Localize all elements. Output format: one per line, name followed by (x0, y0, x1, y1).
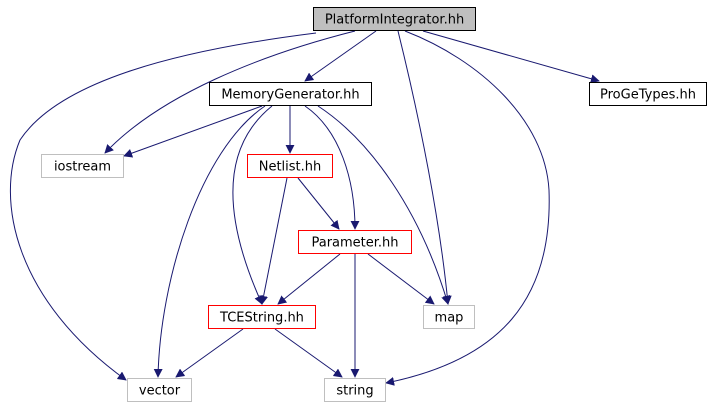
node-iostream[interactable]: iostream (41, 154, 124, 178)
node-memory-generator[interactable]: MemoryGenerator.hh (209, 82, 372, 106)
node-box (423, 305, 475, 329)
node-label: ProGeTypes.hh (600, 88, 696, 103)
node-label: PlatformIntegrator.hh (325, 13, 464, 28)
edge-platform-integrator-to-memory-generator (304, 30, 377, 82)
node-box (127, 378, 192, 402)
node-label: Parameter.hh (311, 236, 398, 251)
node-label: iostream (54, 160, 111, 175)
node-box (209, 82, 372, 106)
node-parameter[interactable]: Parameter.hh (298, 230, 412, 254)
edge-memory-generator-to-map (317, 105, 450, 305)
edge-platform-integrator-to-string (385, 30, 550, 386)
node-box (589, 82, 707, 106)
node-map[interactable]: map (423, 305, 475, 329)
edge-platform-integrator-to-iostream (104, 30, 356, 154)
edges-layer (10, 30, 600, 386)
edge-platform-integrator-to-proge-types (422, 30, 600, 84)
edge-memory-generator-to-iostream (123, 105, 263, 158)
node-label: Netlist.hh (259, 160, 322, 175)
edge-memory-generator-to-vector (153, 105, 266, 378)
node-box (208, 305, 316, 329)
edge-netlist-to-tcestring (259, 177, 288, 305)
node-string[interactable]: string (324, 378, 386, 402)
node-box (298, 230, 412, 254)
node-label: MemoryGenerator.hh (221, 88, 359, 103)
node-label: vector (139, 384, 181, 399)
node-label: string (336, 384, 373, 399)
edge-tcestring-to-string (274, 328, 343, 378)
node-proge-types[interactable]: ProGeTypes.hh (589, 82, 707, 106)
edge-platform-integrator-to-map (397, 30, 452, 305)
node-vector[interactable]: vector (127, 378, 192, 402)
node-box (313, 7, 476, 31)
edge-platform-integrator-to-vector (10, 32, 317, 381)
node-box (247, 154, 333, 178)
node-box (41, 154, 124, 178)
edge-tcestring-to-vector (175, 328, 244, 378)
node-netlist[interactable]: Netlist.hh (247, 154, 333, 178)
edge-parameter-to-tcestring (277, 253, 341, 305)
edge-memory-generator-to-parameter (304, 105, 360, 230)
node-tcestring[interactable]: TCEString.hh (208, 305, 316, 329)
edge-memory-generator-to-tcestring (232, 105, 273, 305)
node-platform-integrator: PlatformIntegrator.hh (313, 7, 476, 31)
edge-netlist-to-parameter (297, 177, 340, 230)
node-label: map (435, 311, 464, 326)
node-label: TCEString.hh (219, 311, 304, 326)
edge-parameter-to-map (367, 253, 435, 305)
node-box (324, 378, 386, 402)
